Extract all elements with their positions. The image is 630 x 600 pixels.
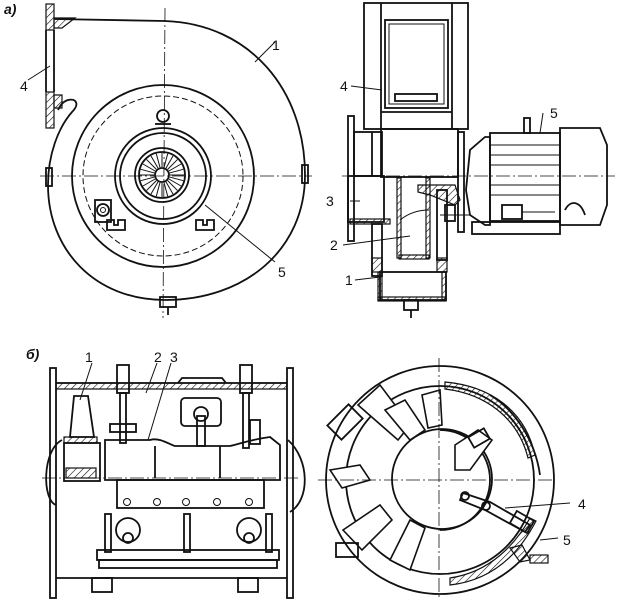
grill-spoke: [167, 180, 178, 191]
grill-spoke: [168, 163, 182, 172]
grill-spoke: [146, 159, 157, 170]
callout-3: 3: [170, 349, 178, 365]
grill-spoke: [150, 155, 159, 169]
electric-motor: [465, 117, 608, 235]
panel-a-front-view: а): [4, 1, 312, 319]
flange-top: [45, 3, 55, 31]
callout-1: 1: [272, 37, 280, 53]
grill-spoke: [163, 153, 169, 168]
grill-spoke: [155, 182, 161, 197]
callout-4: 4: [20, 78, 28, 94]
panel-b-side-view: б): [26, 346, 306, 599]
callout-5: 5: [550, 105, 558, 121]
panel-b-label: б): [26, 346, 40, 362]
callout-1: 1: [345, 272, 353, 288]
panel-b-front-view: 4 5: [318, 358, 586, 600]
fan-hub: [391, 428, 493, 530]
grill-spoke: [165, 155, 174, 169]
callout-5: 5: [563, 532, 571, 548]
callout-4: 4: [578, 496, 586, 512]
callout-3: 3: [326, 193, 334, 209]
grill-spoke: [169, 168, 184, 174]
fan-blades: [328, 383, 443, 572]
grill-spoke: [163, 182, 169, 197]
grill-spoke: [142, 178, 156, 187]
grill-spoke: [140, 168, 155, 174]
panel-a-side-view: 4 5 3 2 1: [326, 2, 615, 318]
hanger-bolt-left: [109, 364, 137, 444]
callout-1: 1: [85, 349, 93, 365]
grill-spoke: [155, 153, 161, 168]
grill-spoke: [146, 180, 157, 191]
grill-spoke: [169, 176, 184, 182]
callout-2: 2: [154, 349, 162, 365]
callout-5: 5: [278, 264, 286, 280]
fan-grill: [134, 147, 190, 203]
grill-spoke: [167, 159, 178, 170]
grill-spoke: [140, 176, 155, 182]
grill-spoke: [168, 178, 182, 187]
flange-bottom: [45, 91, 55, 129]
callout-2: 2: [330, 237, 338, 253]
volute-casing: [47, 18, 306, 301]
grill-spoke: [150, 181, 159, 195]
grill-spoke: [165, 181, 174, 195]
callout-4: 4: [340, 78, 348, 94]
panel-a-label: а): [4, 1, 17, 17]
grill-spoke: [142, 163, 156, 172]
hanger-bolt-right: [239, 364, 261, 449]
